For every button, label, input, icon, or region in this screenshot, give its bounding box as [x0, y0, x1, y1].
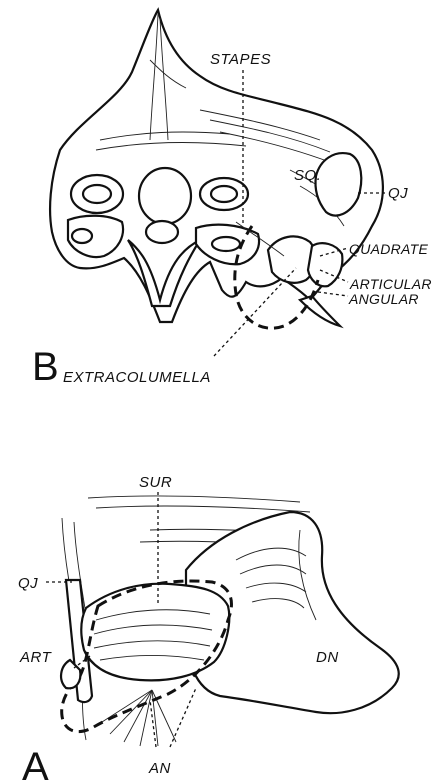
extracolumella-label: EXTRACOLUMELLA [63, 369, 211, 386]
panel-b-letter: B [32, 345, 59, 389]
qj-label-b: QJ [388, 185, 408, 202]
dn-label: DN [316, 649, 339, 666]
sq-label: SQ. [294, 167, 321, 184]
panel-a-drawing [61, 496, 399, 746]
sur-label: SUR [139, 474, 172, 491]
stapes-label: STAPES [210, 51, 271, 68]
quadrate-label: QUADRATE [349, 241, 429, 257]
angular-label: ANGULAR [348, 291, 419, 307]
qj-label-a: QJ [18, 575, 38, 592]
articular-label: ARTICULAR [349, 276, 432, 292]
panel-a-letter: A [22, 745, 49, 783]
an-label: AN [148, 760, 171, 777]
art-label: ART [19, 649, 53, 666]
